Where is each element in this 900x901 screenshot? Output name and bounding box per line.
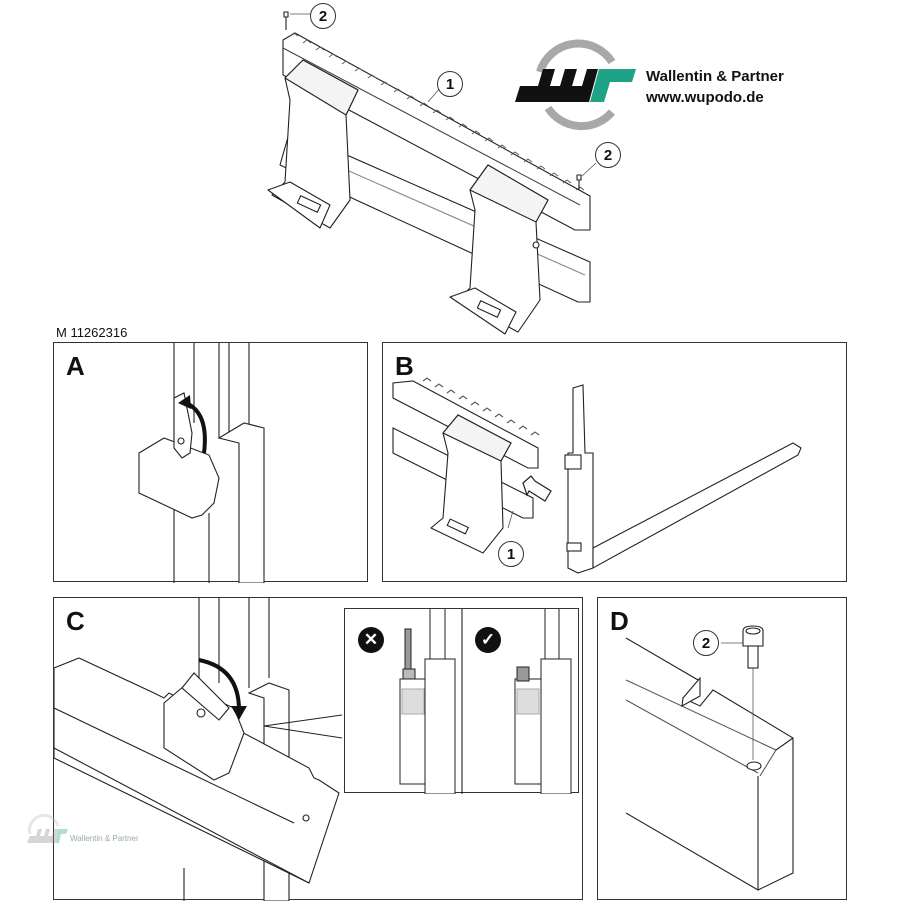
locking-lever	[181, 672, 230, 721]
carriage-column	[217, 422, 265, 583]
detail-inset-drawing	[399, 609, 572, 794]
fork-shank	[567, 384, 594, 574]
wrong-lever-raised	[404, 628, 412, 675]
insert-direction-arrow-icon	[522, 475, 552, 502]
callout-2-right: 2	[595, 142, 621, 168]
fork-blade	[592, 442, 802, 569]
panel-b: B 1	[382, 342, 847, 582]
bar-teeth	[289, 32, 585, 191]
logo-company-name: Wallentin & Partner	[646, 68, 784, 85]
wrong-carriage	[424, 658, 456, 794]
wrong-x-icon: ✕	[358, 627, 384, 653]
fork-lower-hook	[566, 542, 582, 552]
panel-d-drawing	[625, 625, 794, 891]
fork-latch	[564, 454, 582, 470]
document-id: M 11262316	[56, 325, 128, 340]
callout-2-top: 2	[310, 3, 336, 29]
panel-d-letter: D	[610, 606, 629, 636]
panel-a-letter: A	[66, 351, 85, 381]
panel-c-drawing	[54, 598, 343, 901]
right-carriage	[540, 658, 572, 794]
screw-hole	[746, 761, 762, 771]
screw-left	[283, 11, 289, 30]
correct-check-icon: ✓	[475, 627, 501, 653]
callout-1-top: 1	[437, 71, 463, 97]
panel-b-drawing	[392, 377, 802, 574]
watermark-text: Wallentin & Partner	[70, 834, 139, 843]
toothed-bar	[54, 657, 340, 884]
panel-a-drawing	[138, 343, 265, 583]
screw-right	[576, 174, 582, 190]
logo-website[interactable]: www.wupodo.de	[646, 89, 764, 106]
callout-1-panel-b: 1	[498, 541, 524, 567]
callout-2-panel-d: 2	[693, 630, 719, 656]
panel-a: A	[53, 342, 368, 583]
screw-icon	[742, 625, 764, 669]
panel-d: D 2	[597, 597, 847, 900]
panel-c-letter: C	[66, 606, 85, 636]
panel-c: C	[53, 597, 583, 901]
rotate-down-arrow-icon	[198, 658, 241, 711]
right-lever-closed	[516, 666, 530, 682]
panel-b-letter: B	[395, 351, 414, 381]
detail-inset: ✕ ✓	[344, 608, 579, 794]
overview-drawing	[267, 11, 597, 335]
